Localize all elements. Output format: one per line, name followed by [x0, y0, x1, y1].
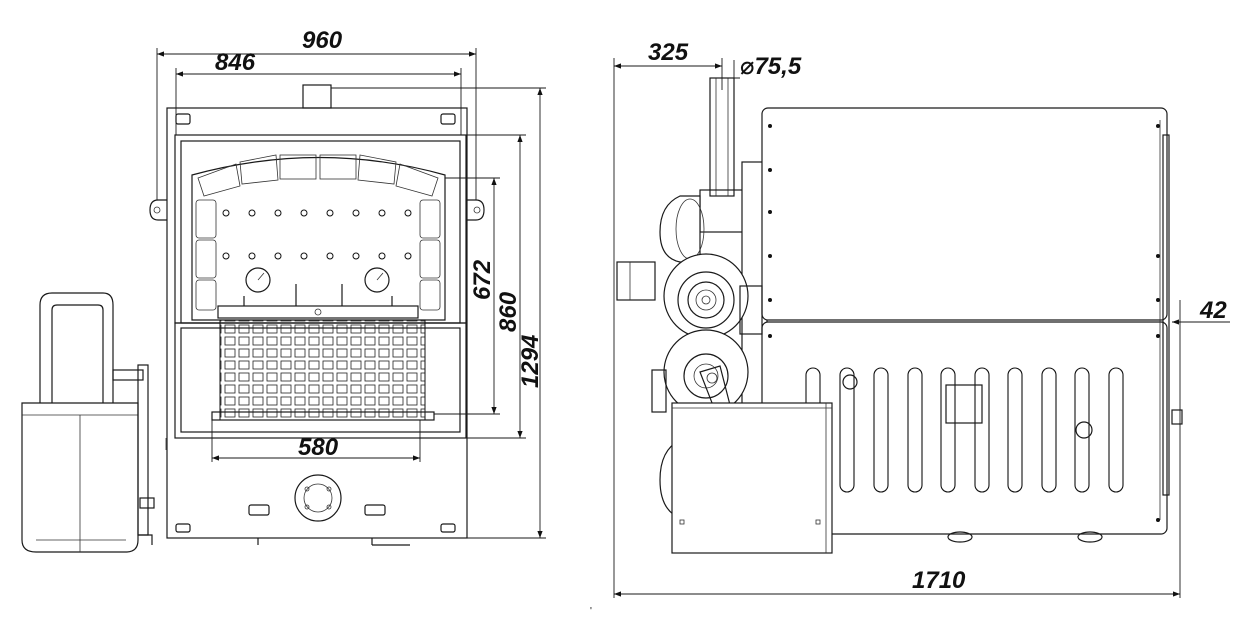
dim-960: 960: [302, 27, 343, 54]
dim-42: 42: [1199, 297, 1227, 324]
dim-1710: 1710: [912, 567, 966, 594]
dimension-labels: 960 846 580 672 860 1294 325 ⌀75,5 42 17…: [215, 27, 1227, 617]
front-dimensions: [156, 48, 546, 539]
dim-672: 672: [469, 259, 496, 300]
flue-pipe: [699, 77, 746, 233]
dim-diameter: ⌀75,5: [740, 53, 802, 80]
stray-mark: ': [590, 606, 592, 617]
boiler-casing-front: [149, 84, 485, 539]
lower-door-grate: [165, 319, 467, 450]
side-hopper: [671, 402, 833, 554]
air-nozzles: [222, 209, 412, 260]
arch-bricks: [197, 154, 439, 197]
dim-580: 580: [298, 434, 339, 461]
front-view: [21, 48, 546, 553]
side-dimensions: [613, 58, 1230, 598]
ash-door: [248, 474, 410, 546]
boiler-body-side: [741, 107, 1183, 543]
pellet-hopper: [21, 292, 155, 553]
dim-846: 846: [215, 49, 256, 76]
side-view: [613, 58, 1230, 598]
dim-1294: 1294: [517, 335, 544, 388]
dim-325: 325: [648, 39, 689, 66]
dim-860: 860: [495, 291, 522, 332]
